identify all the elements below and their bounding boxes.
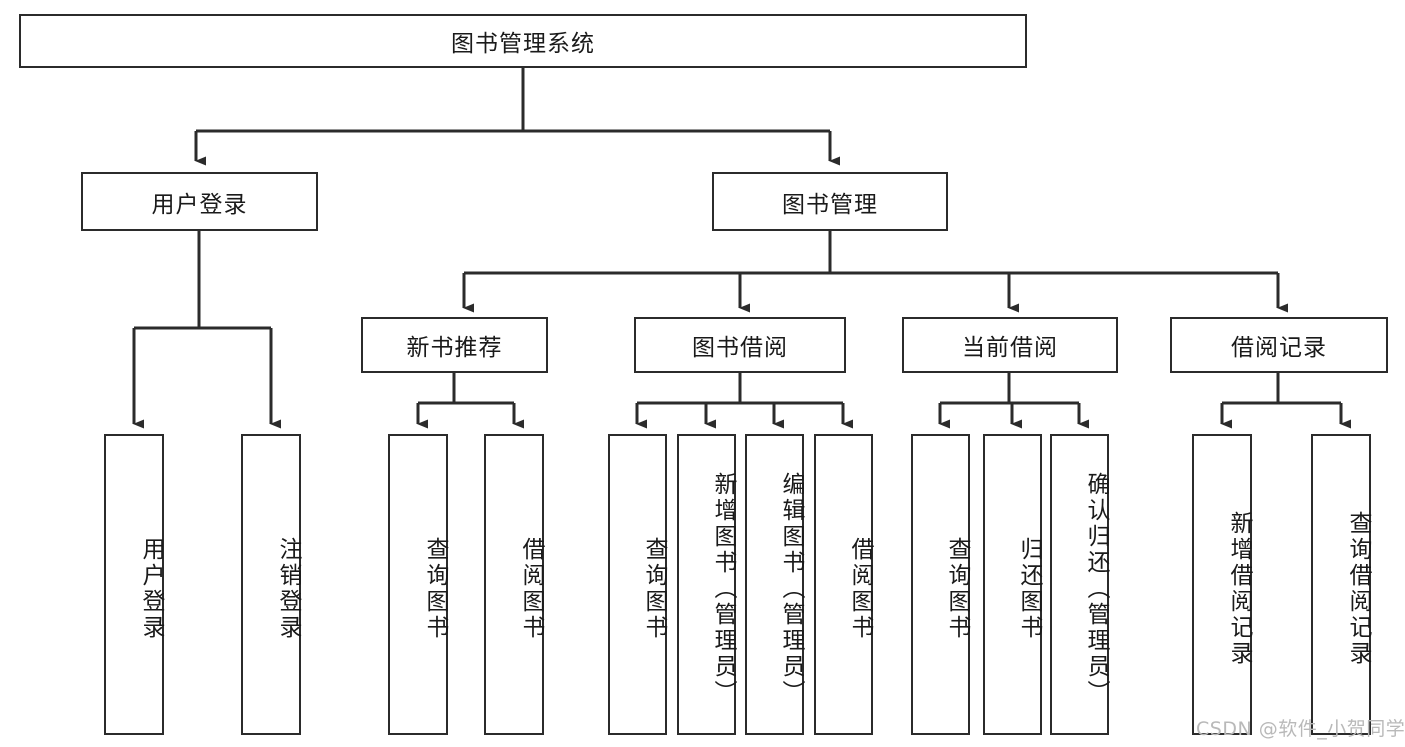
node-leaf-query-book-3-label: 查询图书	[944, 536, 970, 641]
node-leaf-add-borrow-record-label: 新增借阅记录	[1226, 510, 1252, 667]
node-leaf-borrow-book-1-label: 借阅图书	[518, 536, 544, 641]
node-new-book-recommend[interactable]: 新书推荐	[361, 317, 548, 373]
node-leaf-query-book-2[interactable]: 查询图书	[608, 434, 667, 735]
node-leaf-add-book-label: 新增图书（管理员）	[710, 471, 736, 706]
csdn-watermark: CSDN @软件_小贺同学	[1196, 718, 1405, 740]
node-leaf-add-borrow-record[interactable]: 新增借阅记录	[1192, 434, 1252, 735]
node-leaf-query-borrow-record[interactable]: 查询借阅记录	[1311, 434, 1371, 735]
node-leaf-user-login-label: 用户登录	[138, 536, 164, 641]
node-borrow-record-label: 借阅记录	[1231, 335, 1327, 361]
node-book-management-label: 图书管理	[782, 191, 878, 218]
node-book-management[interactable]: 图书管理	[712, 172, 948, 231]
node-leaf-return-book-label: 归还图书	[1016, 536, 1042, 641]
node-leaf-user-login[interactable]: 用户登录	[104, 434, 164, 735]
node-user-login[interactable]: 用户登录	[81, 172, 318, 231]
node-current-borrow-label: 当前借阅	[962, 335, 1058, 361]
node-leaf-logout-login-label: 注销登录	[275, 536, 301, 641]
node-leaf-edit-book-label: 编辑图书（管理员）	[778, 471, 804, 706]
node-leaf-logout-login[interactable]: 注销登录	[241, 434, 301, 735]
node-borrow-record[interactable]: 借阅记录	[1170, 317, 1388, 373]
node-leaf-query-book-1-label: 查询图书	[422, 536, 448, 641]
node-book-borrow-label: 图书借阅	[692, 335, 788, 361]
node-leaf-confirm-return[interactable]: 确认归还（管理员）	[1050, 434, 1109, 735]
node-leaf-query-book-2-label: 查询图书	[641, 536, 667, 641]
node-book-borrow[interactable]: 图书借阅	[634, 317, 846, 373]
node-leaf-return-book[interactable]: 归还图书	[983, 434, 1042, 735]
node-leaf-edit-book[interactable]: 编辑图书（管理员）	[745, 434, 804, 735]
node-current-borrow[interactable]: 当前借阅	[902, 317, 1118, 373]
node-leaf-confirm-return-label: 确认归还（管理员）	[1083, 471, 1109, 706]
node-root-label: 图书管理系统	[451, 31, 595, 57]
node-leaf-query-borrow-record-label: 查询借阅记录	[1345, 510, 1371, 667]
node-leaf-query-book-3[interactable]: 查询图书	[911, 434, 970, 735]
node-leaf-borrow-book-2-label: 借阅图书	[847, 536, 873, 641]
node-user-login-label: 用户登录	[151, 191, 248, 218]
node-new-book-recommend-label: 新书推荐	[406, 335, 503, 361]
node-leaf-query-book-1[interactable]: 查询图书	[388, 434, 448, 735]
node-leaf-add-book[interactable]: 新增图书（管理员）	[677, 434, 736, 735]
node-root[interactable]: 图书管理系统	[19, 14, 1027, 68]
node-leaf-borrow-book-1[interactable]: 借阅图书	[484, 434, 544, 735]
node-leaf-borrow-book-2[interactable]: 借阅图书	[814, 434, 873, 735]
